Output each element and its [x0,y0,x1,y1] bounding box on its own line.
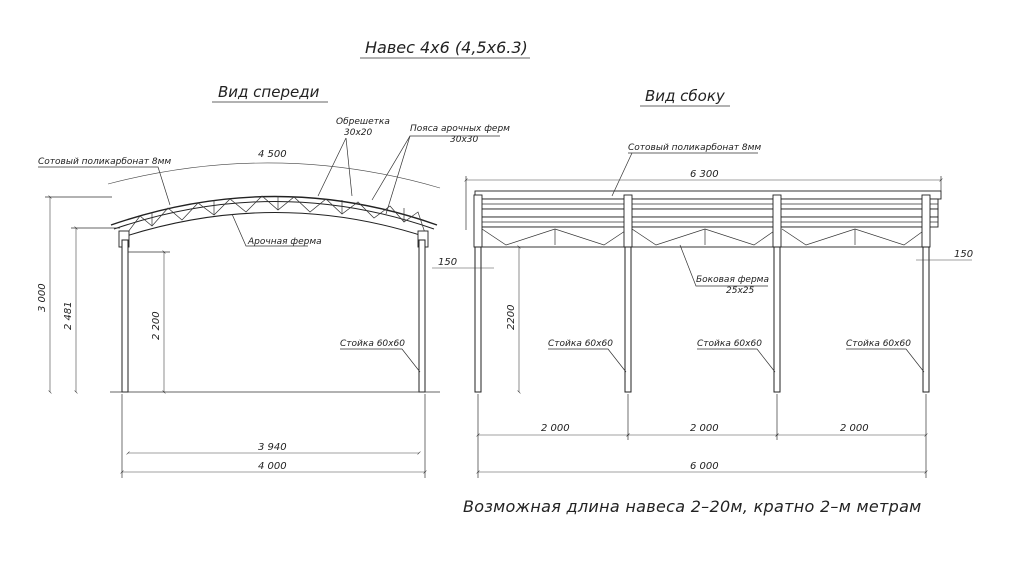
front-note-chords-size: 30х30 [450,135,479,145]
front-arch-lattice [124,195,427,237]
front-dim-width-top [107,162,441,189]
side-post-3 [773,246,781,393]
front-dim-inner-width-label: 3 940 [258,442,287,453]
side-post-4 [922,246,930,393]
front-dim-height-mid-label: 2 481 [63,301,74,330]
front-arch-bottom-chord [122,212,427,238]
side-note-polycarbonate: Сотовый поликарбонат 8мм [628,143,761,153]
front-view-label: Вид спереди [218,83,320,101]
front-arch-top-chord [113,201,435,230]
front-note-chords: Пояса арочных ферм [410,124,510,134]
front-view: Вид спереди Сотовый поликарбонат 8мм Обр… [37,83,510,478]
side-polycarbonate-roof [474,190,942,200]
front-note-post: Стойка 60х60 [340,339,405,349]
side-view-label: Вид сбоку [645,87,726,105]
front-left-post [121,239,129,393]
side-dim-height-posts-label: 2200 [506,305,517,330]
side-note-post-1: Стойка 60х60 [548,339,613,349]
side-lathing-band-2 [477,208,939,218]
front-note-lathing-size: 30х20 [344,128,373,138]
front-note-arch-truss: Арочная ферма [247,237,322,247]
bottom-note: Возможная длина навеса 2–20м, кратно 2–м… [463,497,922,516]
front-dim-outer-width-label: 4 000 [258,461,287,472]
side-dim-length-top-label: 6 300 [690,169,719,180]
front-dim-width-top-label: 4 500 [258,149,287,160]
side-dim-overhang-left-label: 150 [438,257,457,268]
front-dim-height-posts-label: 2 200 [151,311,162,340]
side-truss-lattice [481,228,927,246]
side-note-side-truss-size: 25х25 [726,286,755,296]
front-note-polycarbonate: Сотовый поликарбонат 8мм [38,157,171,167]
side-dim-span-1-label: 2 000 [541,423,570,434]
side-post-2 [624,246,632,393]
side-dim-overhang-right-label: 150 [954,249,973,260]
side-dim-span-2-label: 2 000 [690,423,719,434]
side-dim-length-total-label: 6 000 [690,461,719,472]
side-view: Вид сбоку Сотовый поликарбонат 8мм [432,87,973,478]
drawing-title: Навес 4х6 (4,5х6.3) [365,38,528,57]
front-dim-height-total-label: 3 000 [37,283,48,312]
side-note-side-truss: Боковая ферма [696,275,769,285]
front-polycarbonate-roof [110,195,438,226]
side-post-1 [474,246,482,393]
side-dim-span-3-label: 2 000 [840,423,869,434]
front-right-post [418,239,426,393]
side-note-post-3: Стойка 60х60 [846,339,911,349]
side-note-post-2: Стойка 60х60 [697,339,762,349]
front-note-lathing: Обрешетка [336,117,390,127]
